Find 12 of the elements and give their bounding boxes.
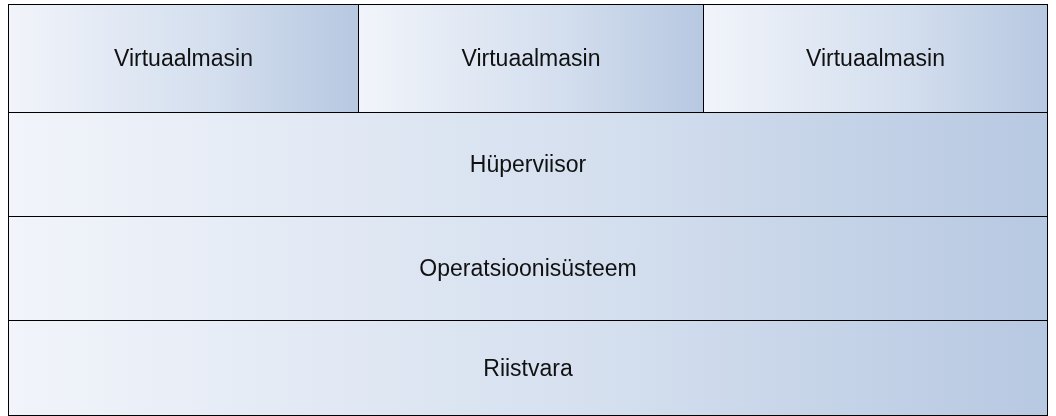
layer-box <box>8 4 359 113</box>
layer-label: Riistvara <box>483 354 573 382</box>
layer-label: Operatsioonisüsteem <box>419 255 637 282</box>
layer-label: Virtuaalmasin <box>114 45 253 72</box>
layer-label: Hüperviisor <box>469 151 587 178</box>
layer-label: Virtuaalmasin <box>461 45 601 72</box>
layer-box <box>8 216 1048 321</box>
layer-label: Virtuaalmasin <box>806 45 945 72</box>
layer-box <box>8 112 1048 217</box>
layer-box <box>703 4 1048 113</box>
layer-box <box>8 320 1048 416</box>
layer-box <box>358 4 704 113</box>
